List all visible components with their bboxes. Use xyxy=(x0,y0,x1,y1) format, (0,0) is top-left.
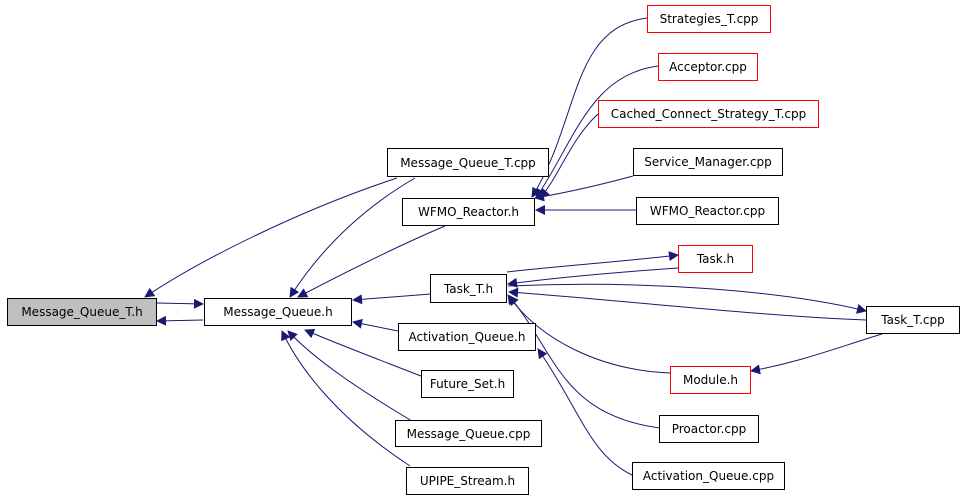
edge-task-t-h-to-task-h xyxy=(506,251,679,273)
edge-task-h-to-task-t-h xyxy=(507,267,679,288)
edge-message-queue-t-cpp-to-message-queue-h xyxy=(289,177,416,298)
edge-activation-queue-h-to-message-queue-h xyxy=(352,318,399,332)
node-message-queue-t-cpp[interactable]: Message_Queue_T.cpp xyxy=(387,148,549,177)
node-task-t-h[interactable]: Task_T.h xyxy=(430,274,507,303)
node-message-queue-h[interactable]: Message_Queue.h xyxy=(204,298,352,326)
node-service-manager-cpp[interactable]: Service_Manager.cpp xyxy=(633,148,783,176)
node-proactor-cpp[interactable]: Proactor.cpp xyxy=(659,415,759,443)
edge-message-queue-cpp-to-message-queue-h xyxy=(287,330,413,422)
node-acceptor-cpp[interactable]: Acceptor.cpp xyxy=(658,53,758,81)
edge-acceptor-cpp-to-wfmo-reactor-h xyxy=(535,65,659,199)
edge-service-manager-cpp-to-wfmo-reactor-h xyxy=(534,175,634,202)
edge-task-t-h-to-message-queue-h xyxy=(352,293,432,305)
node-activation-queue-h[interactable]: Activation_Queue.h xyxy=(398,323,536,351)
edge-wfmo-reactor-h-to-message-queue-h xyxy=(297,225,446,298)
edge-upipe-stream-h-to-message-queue-h xyxy=(281,330,411,467)
node-task-h[interactable]: Task.h xyxy=(678,245,753,273)
node-strategies-t-cpp[interactable]: Strategies_T.cpp xyxy=(647,5,771,33)
node-activation-queue-cpp[interactable]: Activation_Queue.cpp xyxy=(632,462,785,490)
edge-cached-connect-strategy-t-cpp-to-wfmo-reactor-h xyxy=(539,113,599,199)
edge-task-t-cpp-to-task-t-h xyxy=(508,287,867,321)
node-message-queue-cpp[interactable]: Message_Queue.cpp xyxy=(395,420,542,447)
edge-proactor-cpp-to-task-t-h xyxy=(508,295,661,429)
edge-message-queue-h-to-message-queue-t-h xyxy=(156,315,204,326)
edge-activation-queue-cpp-to-activation-queue-h xyxy=(537,348,633,476)
node-upipe-stream-h[interactable]: UPIPE_Stream.h xyxy=(406,467,529,495)
edge-message-queue-t-cpp-to-message-queue-t-h xyxy=(144,177,398,298)
node-future-set-h[interactable]: Future_Set.h xyxy=(421,370,514,398)
edge-module-h-to-task-t-h xyxy=(507,294,671,374)
edge-future-set-h-to-message-queue-h xyxy=(304,328,422,377)
edge-task-t-h-to-task-t-cpp xyxy=(507,283,867,314)
node-wfmo-reactor-cpp[interactable]: WFMO_Reactor.cpp xyxy=(636,197,779,225)
node-cached-connect-strategy-t-cpp[interactable]: Cached_Connect_Strategy_T.cpp xyxy=(598,100,819,128)
node-module-h[interactable]: Module.h xyxy=(670,366,751,394)
edge-message-queue-t-h-to-message-queue-h xyxy=(156,298,204,309)
node-wfmo-reactor-h[interactable]: WFMO_Reactor.h xyxy=(402,198,535,226)
node-task-t-cpp[interactable]: Task_T.cpp xyxy=(866,306,960,334)
node-message-queue-t-h: Message_Queue_T.h xyxy=(7,298,157,326)
edge-task-t-cpp-to-module-h xyxy=(750,332,886,375)
